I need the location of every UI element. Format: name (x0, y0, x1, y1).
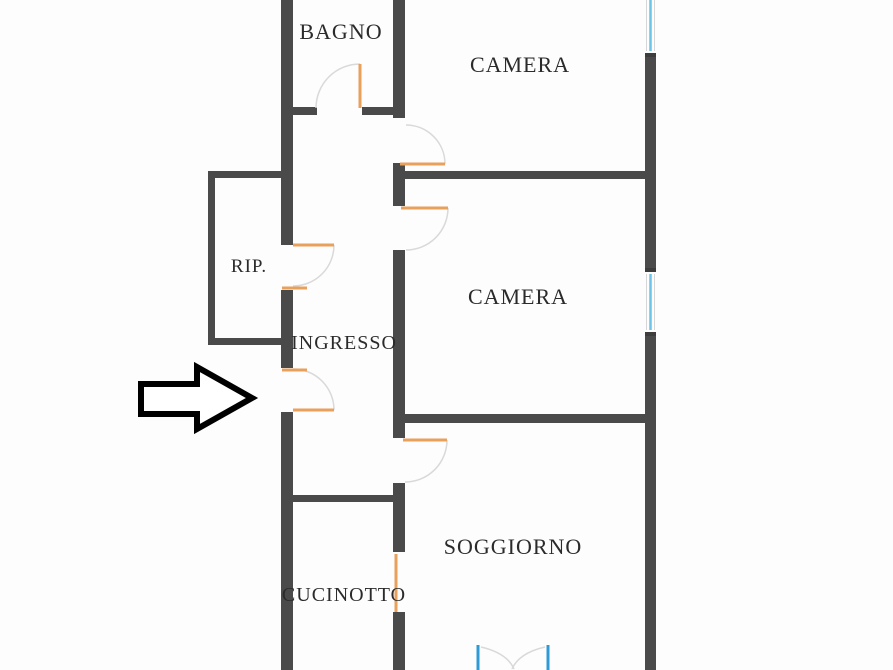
door-leaves (282, 64, 448, 612)
bagno-wall-right (362, 107, 393, 115)
room-label-rip: RIP. (231, 256, 267, 277)
balcony-door-left-arc (480, 646, 515, 670)
windows (476, 0, 655, 670)
camera1-door-arc (405, 124, 446, 165)
soggiorno-door-arc (404, 439, 448, 483)
door-arcs (292, 63, 546, 670)
room-label-camera-1: CAMERA (470, 52, 570, 77)
balcony-door-right-arc (511, 646, 546, 670)
right-wall-upper (645, 53, 656, 272)
right-wall-lower (645, 332, 656, 670)
room-label-cucinotto: CUCINOTTO (282, 584, 406, 606)
left-wall-top (281, 0, 293, 245)
left-wall-mid (281, 290, 293, 368)
right-wall-cap-3 (645, 332, 656, 336)
room-label-camera-2: CAMERA (468, 284, 568, 309)
rip-bottom-wall (208, 338, 281, 345)
rip-left-wall (208, 171, 215, 345)
room-label-soggiorno: SOGGIORNO (444, 534, 583, 559)
rip-top-wall (208, 171, 281, 178)
central-wall-lower (393, 483, 405, 552)
room-labels: BAGNO CAMERA CAMERA RIP. INGRESSO SOGGIO… (231, 19, 583, 606)
bagno-door-arc (315, 63, 361, 109)
room-label-ingresso: INGRESSO (291, 332, 397, 354)
cucinotto-top-wall (293, 495, 393, 502)
right-wall-cap-2 (645, 268, 656, 272)
right-wall-cap-1 (645, 53, 656, 57)
entrance-door-arc (292, 368, 335, 411)
balcony-french-door (476, 645, 550, 670)
camera2-door-arc (405, 207, 449, 251)
camera-divider-wall (405, 171, 645, 179)
camera1-window (646, 0, 655, 51)
bagno-wall-left (281, 107, 317, 115)
camera2-window (646, 274, 655, 330)
central-wall-bottom (393, 612, 405, 670)
room-label-bagno: BAGNO (299, 19, 382, 44)
central-wall-mid (393, 250, 405, 438)
central-wall-between-doors (393, 163, 405, 206)
soggiorno-divider-wall (405, 414, 645, 423)
entrance-arrow-icon (138, 361, 259, 435)
rip-door-arc (292, 244, 335, 287)
left-wall-bottom (281, 412, 293, 670)
central-wall-top (393, 0, 405, 118)
walls (208, 0, 656, 670)
